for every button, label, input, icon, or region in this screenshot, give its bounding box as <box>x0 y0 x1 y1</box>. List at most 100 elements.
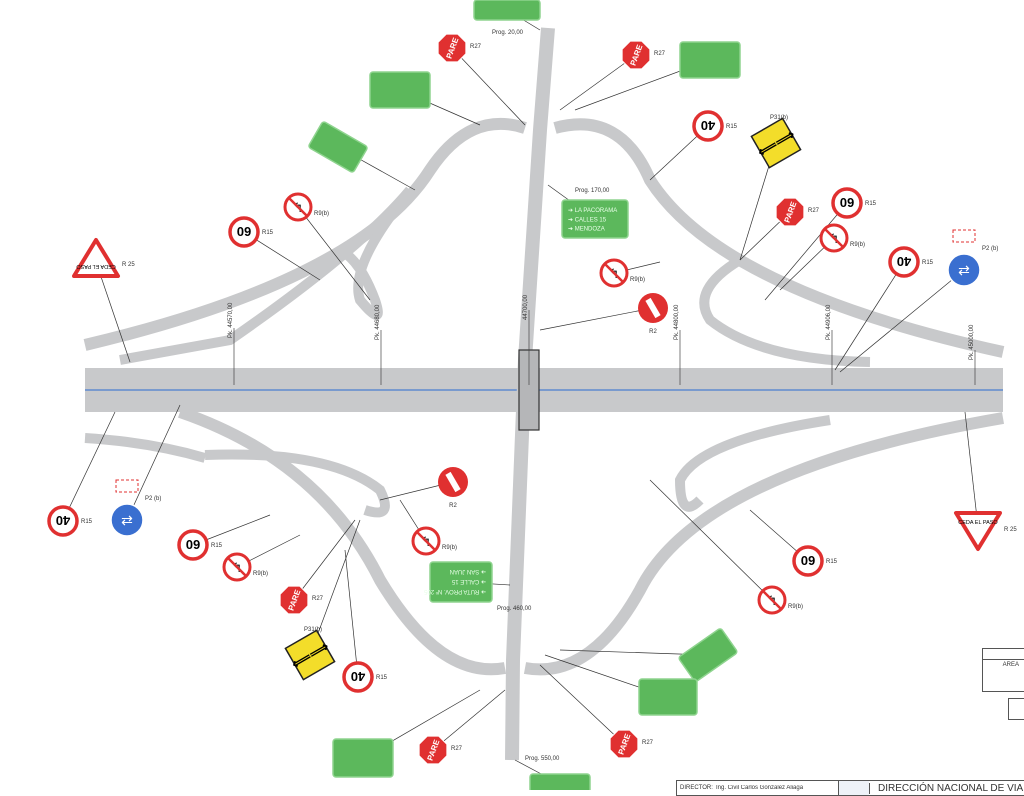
ramp-se <box>523 412 1005 676</box>
yield-sign: CEDA EL PASO R 25 <box>954 411 1017 551</box>
chainage-mark: Pk. 44680,00 <box>375 304 382 385</box>
svg-text:60: 60 <box>840 195 854 210</box>
ramp-nw <box>83 117 527 351</box>
logo <box>838 781 869 795</box>
progressive-label: Prog. 20,00 <box>492 30 524 36</box>
no-turn-sign: ↰R9(b) <box>779 223 865 291</box>
svg-text:➔ CALLES 15: ➔ CALLES 15 <box>568 217 607 223</box>
svg-text:R9(b): R9(b) <box>788 604 803 610</box>
svg-text:R15: R15 <box>865 201 877 207</box>
svg-text:R15: R15 <box>922 260 934 266</box>
area-label: AREA <box>1002 662 1019 668</box>
svg-text:R 25: R 25 <box>122 262 135 268</box>
svg-text:⇄: ⇄ <box>958 262 970 278</box>
svg-text:➔ RUTA PROV. Nº 205: ➔ RUTA PROV. Nº 205 <box>423 588 486 595</box>
svg-text:Pk. 44570,00: Pk. 44570,00 <box>228 302 234 338</box>
svg-text:➔ CALLE 15: ➔ CALLE 15 <box>451 578 486 584</box>
svg-text:R27: R27 <box>808 208 820 214</box>
no-turn-sign: ↰R9(b) <box>599 258 661 288</box>
no-entry-sign: R2 <box>539 293 668 335</box>
svg-text:R9(b): R9(b) <box>630 277 645 283</box>
svg-text:R15: R15 <box>262 230 274 236</box>
ramp-ne <box>553 118 1005 358</box>
svg-text:CEDA EL PASO: CEDA EL PASO <box>76 263 116 269</box>
svg-text:60: 60 <box>237 224 251 239</box>
svg-text:R2: R2 <box>449 503 457 509</box>
no-turn-sign: ↰R9(b) <box>649 479 803 615</box>
chevron-warning-sign: ⟸⟹P31(b) <box>284 519 361 681</box>
traffic-signs: ➔ LA PACORAMA ➔ CALLES 15 ➔ MENDOZA ➔ RUTA … <box>47 0 1017 790</box>
chainage-mark: 44700,00 <box>523 294 530 385</box>
svg-text:P2 (b): P2 (b) <box>982 246 998 252</box>
svg-text:➔ MENDOZA: ➔ MENDOZA <box>568 227 605 233</box>
svg-text:⇄: ⇄ <box>121 512 133 528</box>
svg-text:R27: R27 <box>451 746 463 752</box>
svg-text:40: 40 <box>351 669 365 684</box>
director-label: DIRECTOR: <box>680 785 713 791</box>
guide-sign <box>544 654 698 716</box>
svg-text:Pk. 44800,00: Pk. 44800,00 <box>674 304 680 340</box>
paved-shoulder <box>84 433 207 463</box>
svg-text:60: 60 <box>801 553 815 568</box>
agency-name: DIRECCIÓN NACIONAL DE VIALIDAD <box>869 782 1024 794</box>
svg-text:➔ LA PACORAMA: ➔ LA PACORAMA <box>568 208 617 214</box>
svg-text:R27: R27 <box>312 596 324 602</box>
chainage-marks: Pk. 44570,00 Pk. 44680,00 44700,00 Pk. 4480… <box>228 294 976 385</box>
ramp-sw <box>178 406 507 676</box>
svg-text:CEDA EL PASO: CEDA EL PASO <box>958 520 998 526</box>
no-turn-sign: ↰R9(b) <box>399 499 457 556</box>
ramp-nw-inner <box>119 186 414 365</box>
hazard-marker-icon <box>952 229 976 243</box>
loop-nw <box>337 207 400 320</box>
guide-sign <box>514 759 591 790</box>
svg-text:P31(b): P31(b) <box>304 627 322 633</box>
chainage-mark: Pk. 44570,00 <box>228 302 235 385</box>
svg-text:40: 40 <box>897 254 911 269</box>
guide-sign <box>308 121 416 191</box>
area-box: AREA <box>982 648 1024 692</box>
svg-text:R15: R15 <box>726 124 738 130</box>
svg-text:P2 (b): P2 (b) <box>145 496 161 502</box>
chainage-mark: Pk. 44906,00 <box>826 304 833 385</box>
svg-text:R9(b): R9(b) <box>253 571 268 577</box>
director-name: Ing. Civil Carlos Gonzalez Aliaga <box>716 785 804 791</box>
guide-sign <box>473 0 541 31</box>
guide-sign: ➔ LA PACORAMA ➔ CALLES 15 ➔ MENDOZA <box>547 184 629 239</box>
svg-text:R 25: R 25 <box>1004 527 1017 533</box>
loop-se <box>674 415 831 512</box>
svg-text:Pk. 44680,00: Pk. 44680,00 <box>375 304 381 340</box>
hazard-marker-icon <box>115 479 139 493</box>
speed-limit-sign: 40 R15 <box>649 110 738 181</box>
road-network <box>83 27 1005 761</box>
svg-text:R9(b): R9(b) <box>314 211 329 217</box>
guide-sign <box>574 41 741 111</box>
progressive-label: Prog. 170,00 <box>575 188 610 194</box>
guide-sign: ➔ RUTA PROV. Nº 205➔ CALLE 15➔ SAN JUAN <box>423 561 511 603</box>
keep-right-sign: ⇄ P2 (b) <box>839 229 998 373</box>
svg-text:R15: R15 <box>376 675 388 681</box>
svg-text:60: 60 <box>186 537 200 552</box>
no-turn-sign: ↰R9(b) <box>283 192 371 301</box>
progressive-label: Prog. 550,00 <box>525 756 560 762</box>
svg-text:R27: R27 <box>642 740 654 746</box>
svg-text:Pk. 45000,00: Pk. 45000,00 <box>969 324 975 360</box>
loop-ne <box>699 255 871 367</box>
svg-text:Pk. 44906,00: Pk. 44906,00 <box>826 304 832 340</box>
speed-limit-sign: 60 R15 <box>228 216 321 281</box>
guide-sign <box>332 689 481 778</box>
guide-sign <box>369 71 481 126</box>
svg-text:40: 40 <box>701 118 715 133</box>
speed-limit-sign: 40 R15 <box>342 549 388 693</box>
svg-text:R15: R15 <box>81 519 93 525</box>
chevron-warning-sign: ⟸⟹P31(b) <box>739 115 802 261</box>
speed-limit-sign: 40 R15 <box>834 246 934 371</box>
svg-text:R27: R27 <box>470 44 482 50</box>
